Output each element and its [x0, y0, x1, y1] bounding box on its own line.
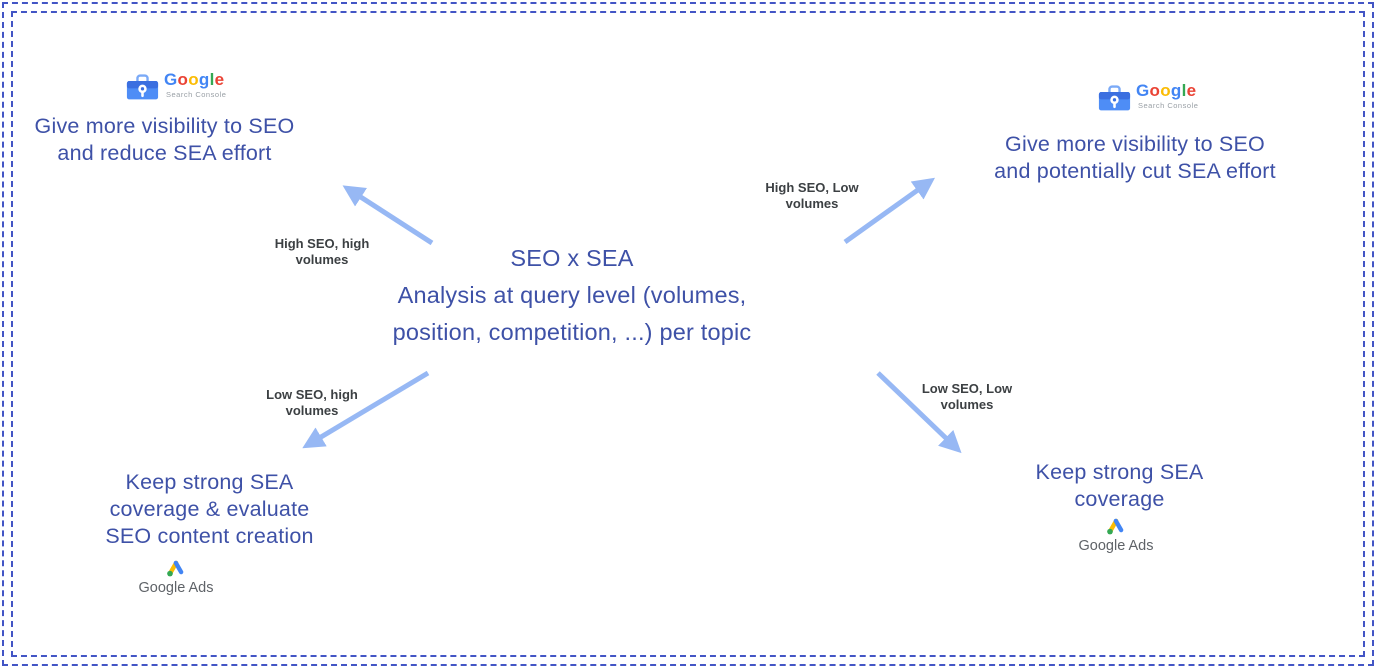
- arrow-label-top-left: High SEO, high volumes: [274, 236, 370, 267]
- outcome-bottom-right: Keep strong SEA coverage: [1035, 460, 1204, 511]
- search-console-logo-top-right: Google Search Console: [1098, 82, 1198, 112]
- arrow-top-left: [342, 185, 434, 246]
- google-ads-logo-bottom-right: Google Ads: [1056, 516, 1176, 554]
- google-ads-icon: [1107, 518, 1124, 535]
- search-console-product-label: Search Console: [1138, 101, 1199, 110]
- google-ads-label: Google Ads: [138, 580, 214, 596]
- outcome-top-right: Give more visibility to SEO and potentia…: [994, 132, 1276, 183]
- arrow-label-bottom-left: Low SEO, high volumes: [266, 387, 358, 418]
- search-console-toolbox-icon: [126, 74, 159, 100]
- google-ads-logo-bottom-left: Google Ads: [116, 558, 236, 596]
- arrow-label-top-right: High SEO, Low volumes: [765, 180, 859, 211]
- outcome-bottom-left: Keep strong SEA coverage & evaluate SEO …: [105, 470, 314, 548]
- center-title: SEO x SEA Analysis at query level (volum…: [392, 245, 752, 345]
- google-ads-icon: [167, 560, 184, 577]
- outcome-top-left: Give more visibility to SEO and reduce S…: [34, 114, 295, 165]
- arrow-top-right: [843, 177, 936, 245]
- google-ads-label: Google Ads: [1078, 538, 1154, 554]
- arrow-bottom-right: [876, 371, 962, 454]
- search-console-toolbox-icon: [1098, 85, 1131, 111]
- google-wordmark: Google: [164, 70, 225, 89]
- arrow-bottom-left: [302, 370, 430, 449]
- search-console-logo-top-left: Google Search Console: [126, 71, 226, 101]
- google-wordmark: Google: [1136, 81, 1197, 100]
- arrow-label-bottom-right: Low SEO, Low volumes: [921, 381, 1013, 412]
- search-console-product-label: Search Console: [166, 90, 227, 99]
